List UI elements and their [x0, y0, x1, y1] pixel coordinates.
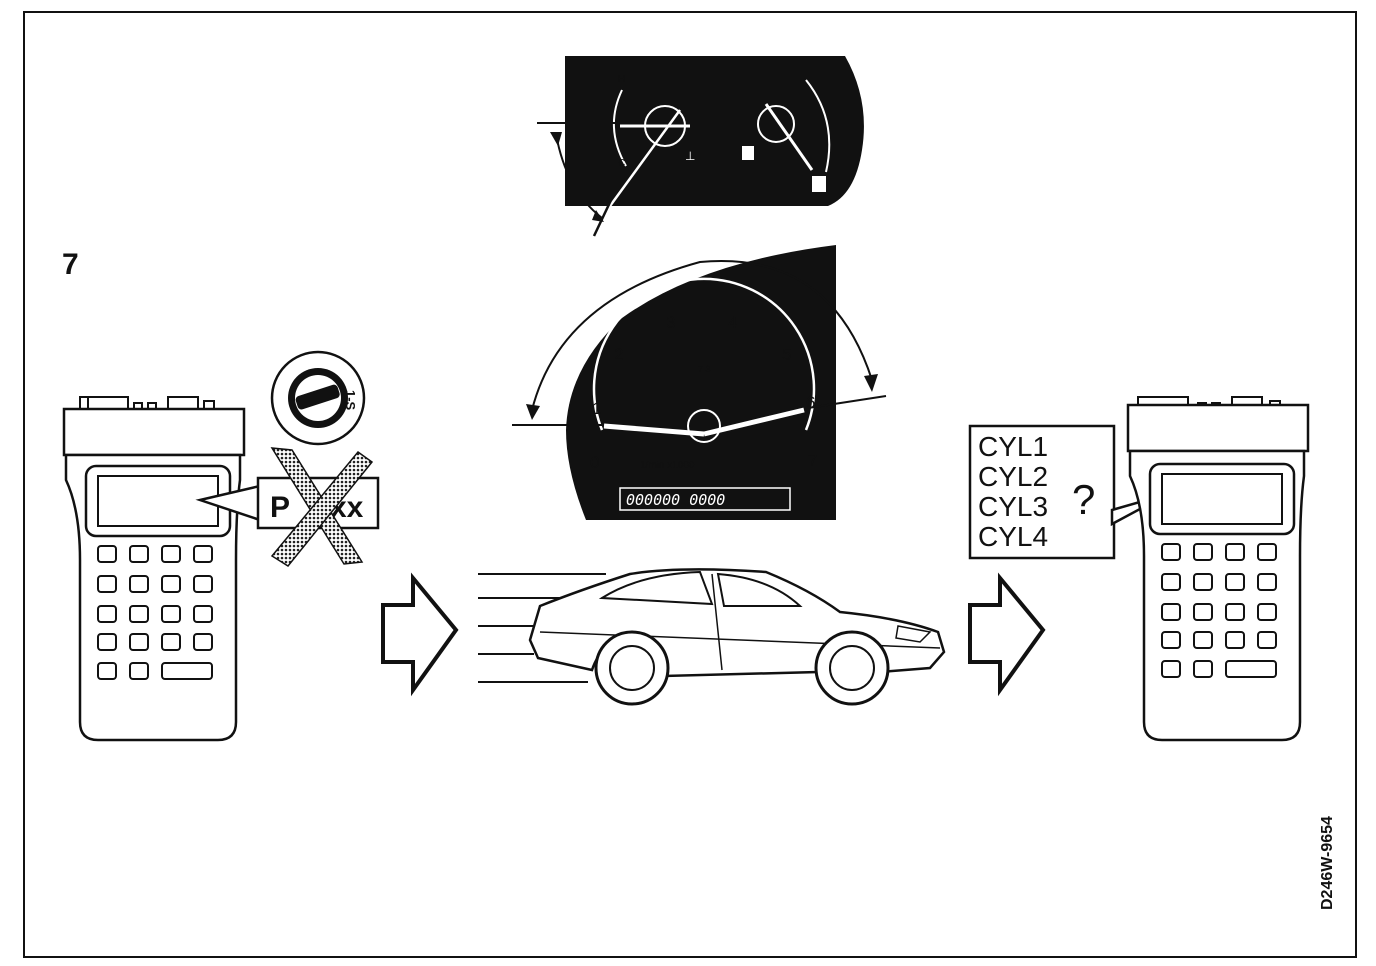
cylinder-label-3: CYL3 [978, 491, 1048, 522]
diagnostic-tester-left [62, 396, 246, 742]
cross-out-mark [270, 447, 374, 567]
temperature-fuel-gauges: H C ⊥ [565, 56, 864, 207]
tachometer: 7.3 1/min x1000 000000 0000 0 1 2 3 4 5 6 7 [566, 245, 836, 520]
tach-tick-1: 1 [592, 399, 601, 418]
tach-tick-3: 3 [666, 313, 675, 332]
figure-id: D246W-9654 [1319, 816, 1336, 910]
tach-tick-2: 2 [614, 345, 623, 364]
temp-sweep-arc [555, 133, 603, 219]
step-number: 7 [62, 248, 79, 281]
svg-text:C: C [618, 158, 625, 169]
ignition-lock-icon [270, 350, 366, 446]
tach-unit-label: 1/min x1000 [640, 460, 695, 471]
figure-frame [23, 11, 1357, 958]
cylinder-label-4: CYL4 [978, 521, 1048, 552]
svg-text:H: H [618, 74, 625, 85]
ignition-position-label: 1-S [343, 390, 358, 411]
tach-tick-labels: 0 1 2 3 4 5 6 7 [590, 313, 817, 472]
flow-arrow-1-icon [381, 572, 459, 697]
cylinder-label-1: CYL1 [978, 431, 1048, 462]
svg-text:7.3: 7.3 [698, 364, 711, 374]
question-mark: ? [1072, 476, 1095, 523]
tach-tick-4: 4 [728, 313, 737, 332]
odometer-readout: 000000 0000 [626, 491, 725, 509]
car-illustration [478, 568, 946, 706]
rpm-sweep-arc [531, 260, 873, 411]
flow-arrow-2-icon [968, 572, 1046, 697]
cylinder-label-2: CYL2 [978, 461, 1048, 492]
tach-tick-6: 6 [806, 393, 815, 412]
tach-tick-5: 5 [782, 345, 791, 364]
temp-needle-extension [592, 197, 614, 237]
cylinder-list-box [968, 424, 1116, 560]
tach-tick-7: 7 [808, 451, 817, 470]
svg-text:⊥: ⊥ [685, 149, 695, 163]
diagnostic-tester-right [1126, 396, 1310, 742]
tach-tick-0: 0 [590, 453, 599, 472]
fault-code-prefix: P [270, 491, 290, 524]
